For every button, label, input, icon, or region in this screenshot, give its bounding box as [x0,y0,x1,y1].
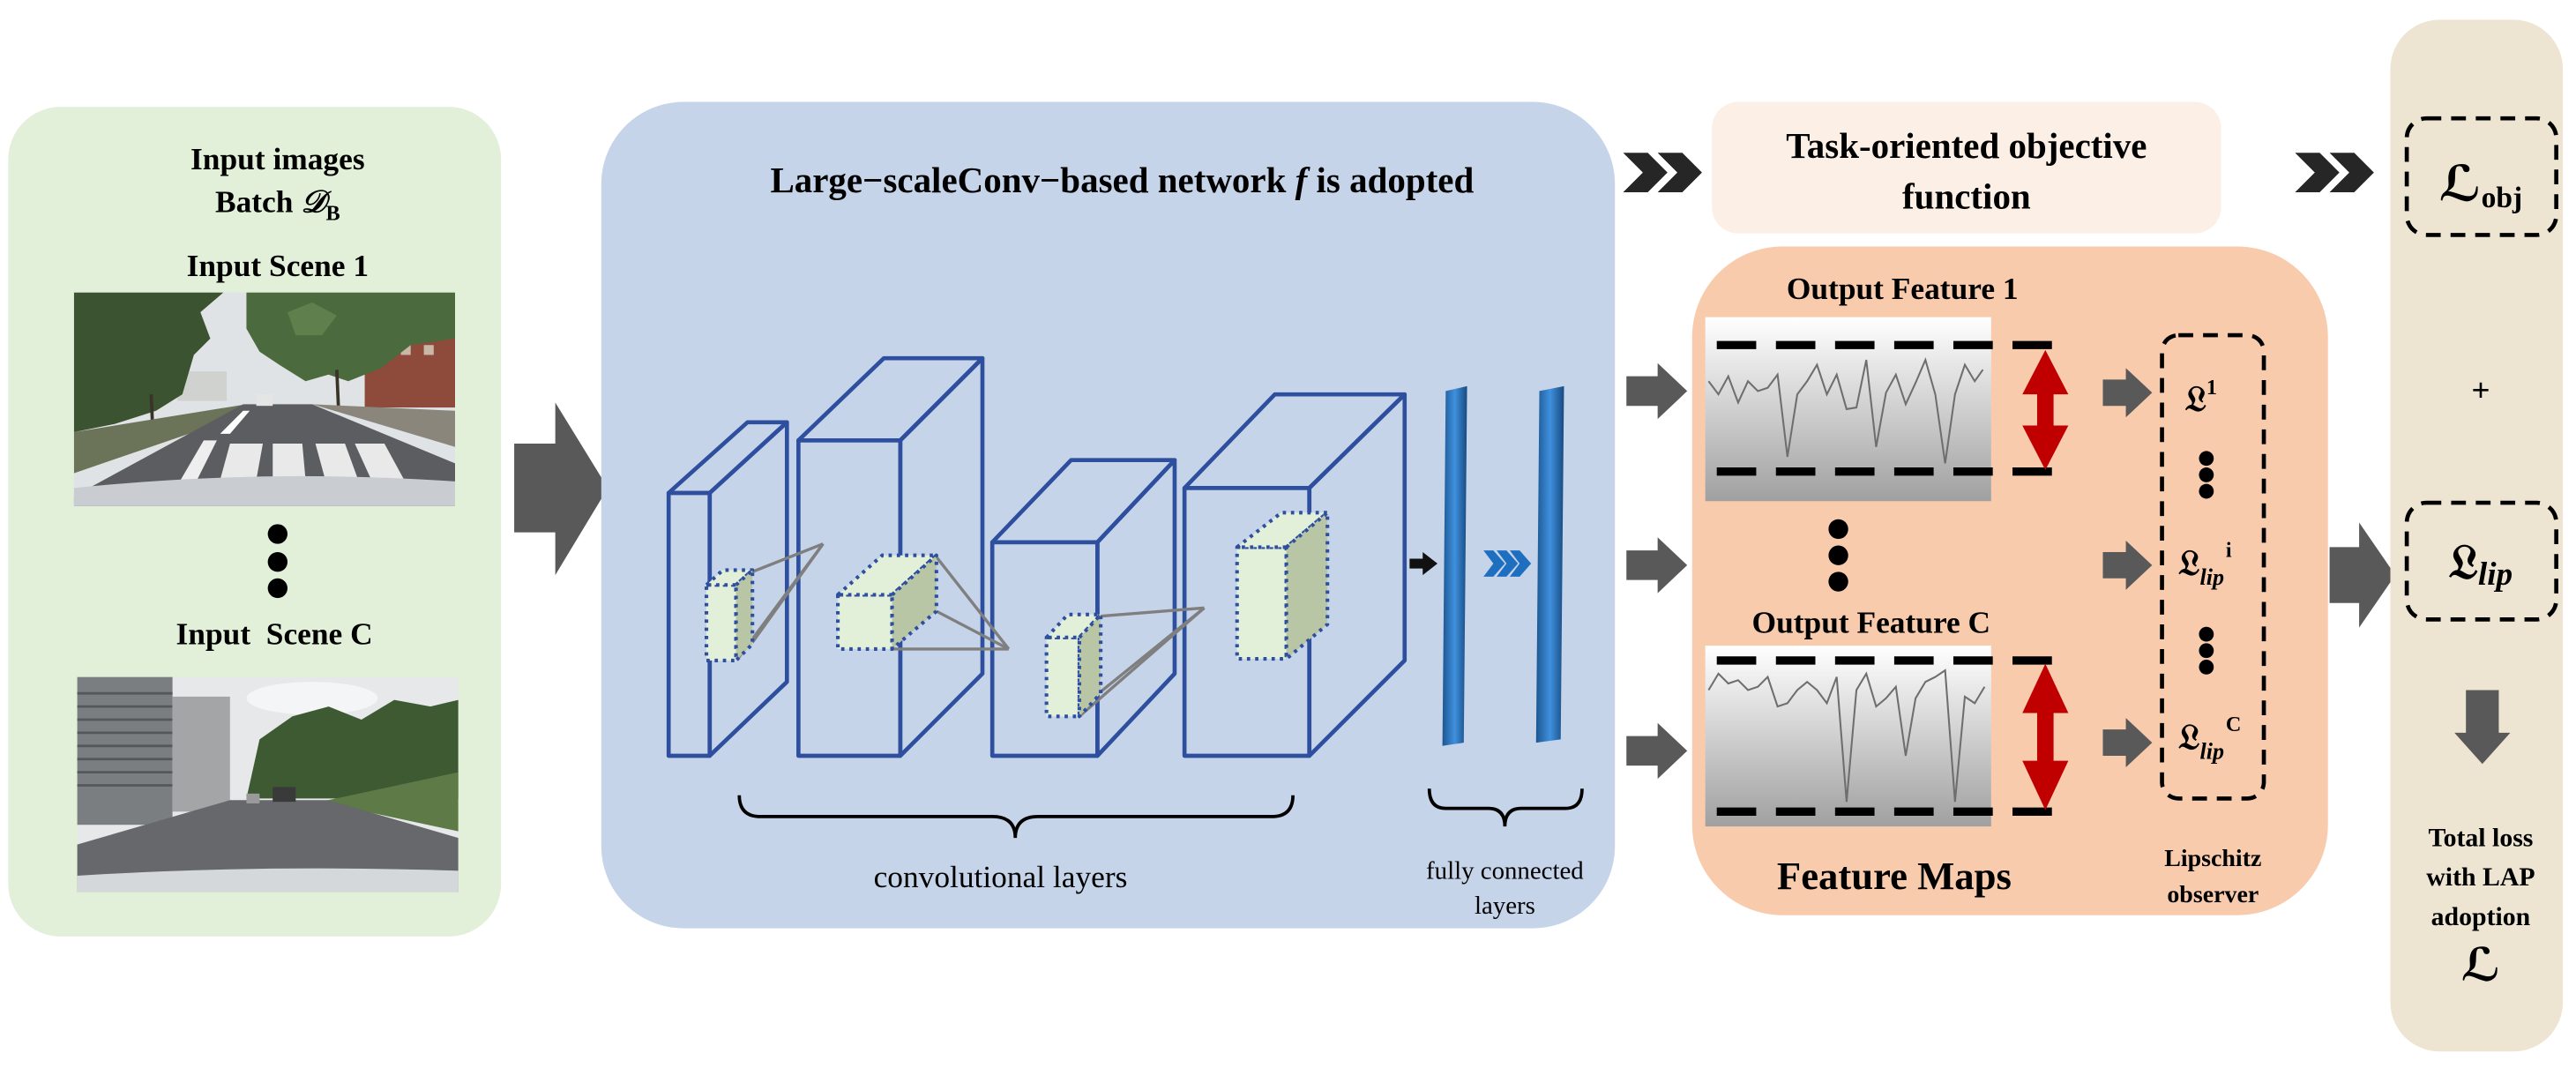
fc-layers-label-line-2: layers [1475,892,1535,920]
network-panel-title: Large−scaleConv−based network f is adopt… [770,160,1474,200]
output-feature-1-label: Output Feature 1 [1787,271,2019,306]
input-scene-c-photo [77,676,459,892]
right-arrow-icon [2102,540,2153,590]
fc-layer-2 [1535,385,1564,743]
right-arrow-icon [2102,718,2153,768]
triple-chevron-icon [1483,550,1532,577]
observer-term-i: 𝔏lipi [2178,539,2232,591]
observer-ellipsis-dot [2199,643,2214,659]
total-loss-symbol: ℒ [2461,938,2501,992]
feature-ellipsis-dot [1828,571,1848,592]
observer-ellipsis-dot [2199,660,2214,675]
feature-ellipsis-dot [1828,545,1848,565]
objective-loss-term: ℒobj [2439,155,2522,213]
input-panel-title: Input images [190,141,365,176]
input-panel-group: Input images Batch 𝒟B Input Scene 1 [8,107,502,937]
output-feature-c-label: Output Feature C [1752,604,1991,639]
feature-ellipsis-dot [1828,519,1848,540]
double-chevron-icon [1623,153,1702,193]
network-title-prefix: Large−scaleConv−based network [770,160,1295,200]
task-objective-box [1712,101,2221,234]
scene-ellipsis-dot [267,578,288,599]
total-loss-label-line-3: adoption [2431,902,2531,931]
scene-ellipsis-dot [267,524,288,544]
kernel-cube-2 [836,553,938,651]
task-objective-label-line-2: function [1902,176,2031,217]
vertical-double-arrow-icon [2022,349,2069,470]
feature-maps-title: Feature Maps [1777,854,2012,898]
batch-subscript: B [326,202,340,226]
observer-ellipsis-dot [2199,467,2214,482]
network-panel-group: Large−scaleConv−based network f is adopt… [601,101,1616,929]
right-arrow-icon [2102,368,2153,418]
lipschitz-loss-term: 𝔏lip [2449,534,2513,593]
total-loss-label-line-2: with LAP [2426,863,2535,892]
scene-ellipsis-dot [267,551,288,572]
total-loss-label-line-1: Total loss [2428,823,2533,852]
conv-layers-brace [737,795,1295,839]
right-arrow-icon [514,402,609,576]
double-chevron-icon [2295,153,2374,193]
conv-layers-label: convolutional layers [874,859,1128,894]
down-arrow-icon [2454,690,2511,765]
observer-label-line-1: Lipschitz [2164,845,2261,872]
observer-ellipsis-dot [2199,626,2214,642]
batch-word: Batch [215,183,301,219]
observer-ellipsis-dot [2199,483,2214,499]
feature-panel-group: Output Feature 1 Output Feature C Featur… [1691,246,2328,915]
network-title-suffix: is adopted [1307,160,1474,200]
input-scene-1-photo [73,292,456,506]
plus-sign: + [2471,373,2490,409]
scene-1-label: Input Scene 1 [187,248,369,283]
output-feature-c-map [1705,646,2065,827]
output-feature-1-map [1705,317,2065,502]
right-arrow-icon [1626,537,1688,594]
loss-panel-group: ℒobj + 𝔏lip Total loss with LAP adoption… [2390,19,2564,1052]
observer-term-1: 𝔏1 [2185,376,2217,420]
vertical-double-arrow-icon [2022,663,2069,810]
observer-ellipsis-dot [2199,451,2214,467]
right-arrow-icon [1626,362,1688,420]
observer-term-c: 𝔏lipC [2178,713,2241,765]
objective-loss-box [2404,116,2558,237]
kernel-cube-4 [1235,511,1330,661]
small-right-arrow-icon [1409,551,1438,576]
fc-layer-1 [1442,385,1467,746]
kernel-cube-3 [1044,612,1103,719]
lipschitz-loss-box [2404,500,2558,622]
right-arrow-icon [2329,522,2396,628]
scene-c-label: Input Scene C [176,616,373,651]
receptive-field-lines [736,542,1206,718]
task-objective-label-line-1: Task-oriented objective [1786,125,2147,166]
observer-label-line-2: observer [2167,881,2259,908]
network-panel [601,101,1616,929]
right-arrow-icon [1626,722,1688,780]
loss-panel [2390,19,2564,1052]
lipschitz-observer-box [2160,332,2266,801]
fc-layers-label-line-1: fully connected [1426,857,1584,885]
network-title-variable: f [1295,160,1311,200]
fc-layers-brace [1427,788,1584,827]
kernel-cube-1 [704,568,755,662]
batch-label: Batch 𝒟B [215,183,340,225]
